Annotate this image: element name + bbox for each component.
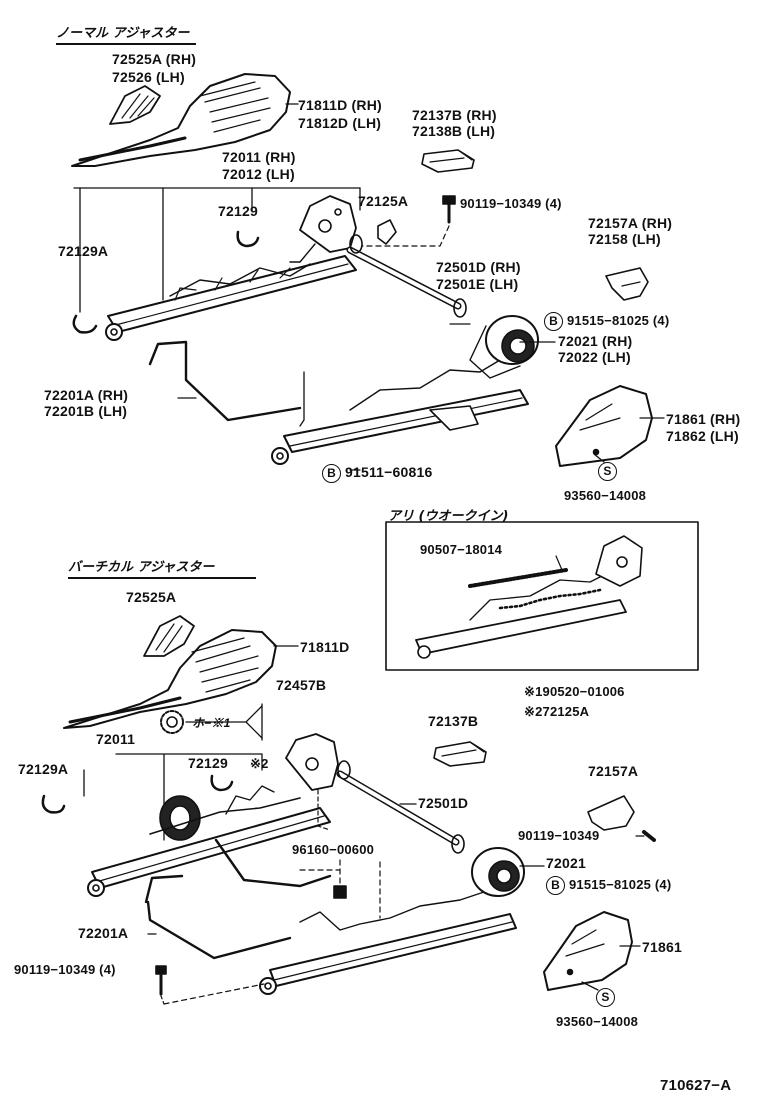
label-72021-rh: 72021 (RH)	[558, 333, 633, 349]
label-72011-b: 72011	[96, 731, 136, 747]
gear-72457B	[160, 710, 184, 734]
label-90119-10349-4-c: 90119−10349 (4)	[14, 962, 116, 977]
clip-72129	[236, 230, 260, 248]
bolt-90119	[442, 195, 456, 224]
lower-seat-rail-b	[259, 847, 525, 995]
label-72011-rh: 72011 (RH)	[222, 149, 296, 165]
label-72129A-b: 72129A	[18, 761, 69, 777]
trim-clip-part-b	[143, 615, 195, 657]
label-72501D-b: 72501D	[418, 795, 469, 811]
section-title-vertical: バーチカル アジャスター	[68, 556, 256, 579]
marker-b-icon: B	[322, 464, 341, 483]
label-mark-1: ホ−※1	[192, 716, 231, 730]
clip-72129A	[72, 314, 98, 334]
label-72137B-rh: 72137B (RH)	[412, 107, 497, 123]
diagram-code: 710627−A	[660, 1077, 732, 1094]
label-72501E-lh: 72501E (LH)	[436, 276, 519, 292]
bracket-72157A-b	[587, 795, 635, 831]
label-96160-00600: 96160−00600	[292, 842, 375, 857]
label-71811D-b: 71811D	[300, 639, 350, 655]
marker-b-icon: B	[544, 312, 563, 331]
label-mark-2: ※2	[250, 756, 269, 771]
label-72525A-b: 72525A	[126, 589, 177, 605]
label-72526-lh: 72526 (LH)	[112, 69, 185, 85]
label-72012-lh: 72012 (LH)	[222, 166, 295, 182]
upper-seat-rail-b	[87, 733, 339, 897]
label-72201B-lh: 72201B (LH)	[44, 403, 128, 419]
label-72021-b: 72021	[546, 855, 586, 871]
label-72129A: 72129A	[58, 243, 109, 259]
side-cover-71861	[555, 385, 653, 467]
label-72125A: 72125A	[358, 193, 409, 209]
label-93560-14008: 93560−14008	[564, 488, 647, 503]
label-72501D-rh: 72501D (RH)	[436, 259, 521, 275]
section-title-normal: ノーマル アジャスター	[56, 22, 196, 45]
bracket-72157A	[605, 267, 649, 301]
label-72457B: 72457B	[276, 677, 327, 693]
walkin-rail-assembly	[415, 535, 643, 659]
clip-part-72137B	[421, 149, 475, 173]
label-72201A-rh: 72201A (RH)	[44, 387, 129, 403]
upper-seat-rail	[105, 195, 357, 341]
label-72157A-rh: 72157A (RH)	[588, 215, 673, 231]
trim-clip-part	[109, 85, 161, 125]
side-cover-71861-b	[543, 911, 633, 991]
lower-seat-rail	[271, 315, 539, 465]
label-72158-lh: 72158 (LH)	[588, 231, 661, 247]
label-72137B-b: 72137B	[428, 713, 479, 729]
label-72138B-lh: 72138B (LH)	[412, 123, 496, 139]
label-90507-18014: 90507−18014	[420, 542, 503, 557]
marker-s-bottom: S	[596, 988, 619, 1007]
label-90119-10349-4: 90119−10349 (4)	[460, 196, 562, 211]
label-72157A-b: 72157A	[588, 763, 639, 779]
label-71861-rh: 71861 (RH)	[666, 411, 741, 427]
marker-s-icon: S	[598, 462, 617, 481]
note-2: ※272125A	[524, 704, 590, 719]
note-1: ※190520−01006	[524, 684, 625, 699]
marker-b-icon: B	[546, 876, 565, 895]
cross-rod-72501D	[346, 234, 467, 318]
section-title-walkin: アリ (ウオークイン)	[388, 509, 509, 524]
label-72022-lh: 72022 (LH)	[558, 349, 631, 365]
label-72525A-rh: 72525A (RH)	[112, 51, 197, 67]
clip-part-72137B-b	[433, 741, 487, 767]
label-72129-b: 72129	[188, 755, 228, 771]
cross-rod-72501D-b	[336, 760, 465, 854]
label-71812D-lh: 71812D (LH)	[298, 115, 382, 131]
marker-s-icon: S	[596, 988, 615, 1007]
label-90119-10349-b: 90119−10349	[518, 828, 600, 843]
wire-72201A	[148, 340, 302, 422]
label-72129: 72129	[218, 203, 258, 219]
part-72125A	[377, 219, 397, 245]
label-71811D-rh: 71811D (RH)	[298, 97, 382, 113]
marker-s-top: S	[598, 462, 621, 481]
label-71861-b: 71861	[642, 939, 682, 955]
label-71862-lh: 71862 (LH)	[666, 428, 739, 444]
label-93560-14008-b: 93560−14008	[556, 1014, 639, 1029]
seat-track-cover-part	[71, 73, 291, 167]
label-72201A-b: 72201A	[78, 925, 129, 941]
